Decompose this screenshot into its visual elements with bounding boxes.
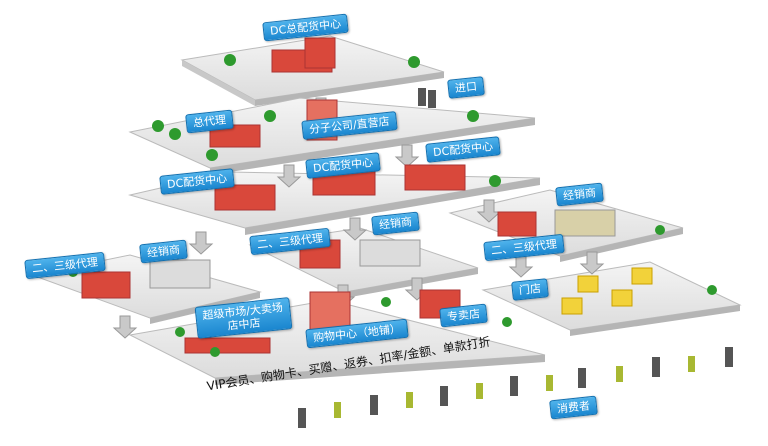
warehouses xyxy=(149,209,616,289)
kiosks xyxy=(561,267,653,315)
buildings xyxy=(81,37,537,354)
label-store: 门店 xyxy=(511,278,549,301)
consumers xyxy=(298,88,733,428)
label-import: 进口 xyxy=(447,76,485,99)
trees xyxy=(68,54,717,357)
